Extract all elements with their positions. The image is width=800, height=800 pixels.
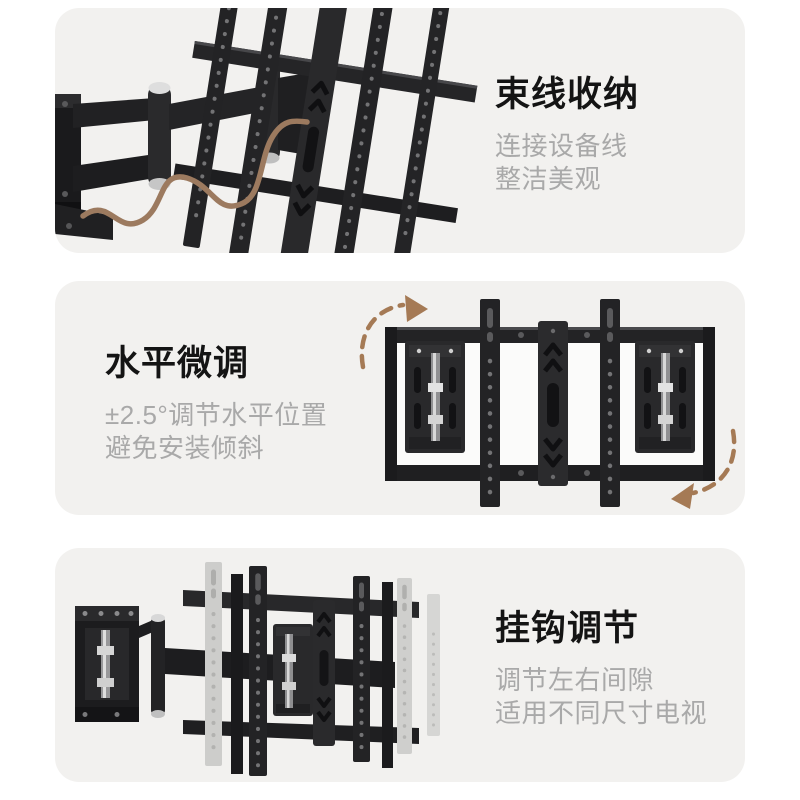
- vesa-rail: [600, 299, 620, 507]
- feature-subtitle-line: 整洁美观: [495, 164, 602, 195]
- feature-copy: 水平微调 ±2.5°调节水平位置 避免安装倾斜: [105, 344, 328, 466]
- folded-arm-left: [405, 341, 465, 453]
- vesa-rail: [249, 566, 267, 776]
- feature-subtitle-line: 适用不同尺寸电视: [495, 698, 708, 729]
- feature-subtitle-line: 连接设备线: [495, 130, 628, 161]
- product-photo-hook-adjust-illustration: [75, 562, 440, 776]
- feature-copy: 挂钩调节 调节左右间隙 适用不同尺寸电视: [495, 609, 708, 731]
- feature-subtitle-line: 避免安装倾斜: [105, 433, 265, 464]
- feature-title: 挂钩调节: [495, 609, 640, 648]
- vesa-rail: [480, 299, 500, 507]
- feature-card-horizontal-adjust: 水平微调 ±2.5°调节水平位置 避免安装倾斜: [55, 281, 745, 515]
- cable: [80, 118, 310, 227]
- ghost-rail: [397, 578, 412, 754]
- wall-plate: [75, 606, 139, 722]
- feature-copy: 束线收纳 连接设备线 整洁美观: [495, 75, 640, 197]
- tv-bracket-frame: [173, 8, 478, 253]
- feature-card-cable-management: 束线收纳 连接设备线 整洁美观: [55, 8, 745, 253]
- folded-arm-center: [273, 624, 313, 716]
- frame-right-member: [382, 582, 393, 768]
- vesa-rail: [391, 8, 457, 253]
- vesa-rail: [183, 8, 251, 248]
- vesa-rail: [353, 576, 370, 762]
- rotation-arrow-bottom-icon: [671, 428, 737, 509]
- feature-subtitle-line: ±2.5°调节水平位置: [105, 399, 328, 430]
- feature-subtitle-line: 调节左右间隙: [495, 664, 655, 695]
- product-photo-cable-management-illustration: [55, 8, 478, 253]
- feature-title: 束线收纳: [495, 75, 640, 114]
- chevron-plate: [313, 600, 335, 746]
- ghost-rail: [205, 562, 222, 766]
- product-photo-horizontal-adjust-illustration: [359, 295, 737, 509]
- vesa-rail: [329, 8, 400, 253]
- folded-arm-right: [635, 341, 695, 453]
- feature-card-hook-adjust: 挂钩调节 调节左右间隙 适用不同尺寸电视: [55, 548, 745, 782]
- feature-title: 水平微调: [105, 344, 250, 383]
- rotation-arrow-top-icon: [359, 295, 428, 370]
- chevron-plate: [275, 8, 353, 253]
- ghost-rail: [427, 594, 440, 736]
- chevron-plate: [538, 321, 568, 486]
- frame-left-member: [231, 574, 243, 774]
